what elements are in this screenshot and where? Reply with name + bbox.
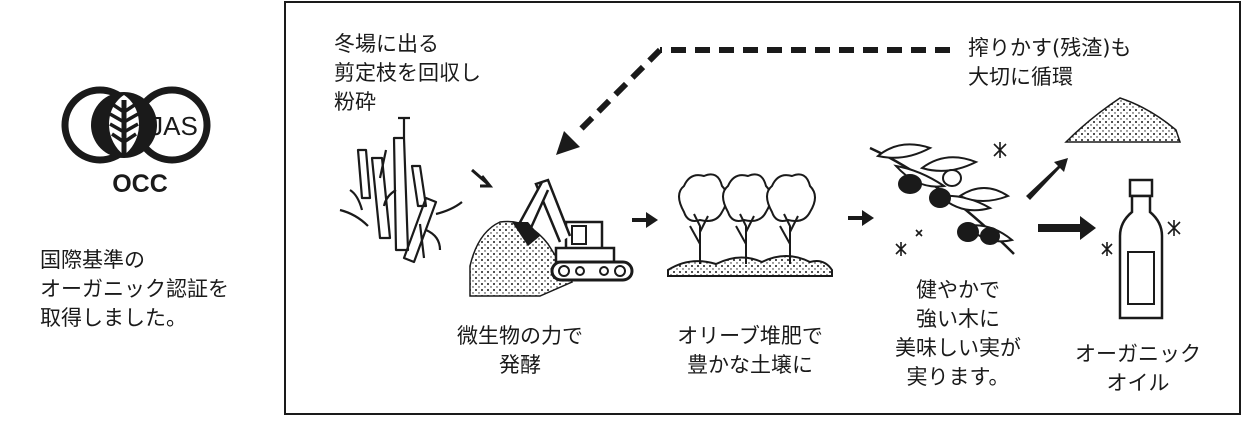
pruned-branches-icon <box>339 116 463 264</box>
jas-label: JAS <box>150 111 198 141</box>
residue-pile-icon <box>1064 97 1182 143</box>
arrow-icon <box>632 212 658 228</box>
pruning-label: 冬場に出る 剪定枝を回収し 粉砕 <box>334 32 481 114</box>
certification-line: 国際基準の <box>40 248 145 272</box>
olive-branch-icon <box>869 143 1015 255</box>
jas-organic-logo: JAS OCC <box>61 86 211 198</box>
compost-label: オリーブ堆肥で 豊かな土壌に <box>677 324 823 377</box>
dashed-arrow-head <box>556 131 580 155</box>
dashed-return-arrow <box>575 47 950 135</box>
arrow-icon <box>848 210 874 226</box>
olive-trees-icon <box>667 173 833 277</box>
compost-excavator-icon <box>469 178 634 297</box>
oil-label: オーガニック オイル <box>1075 342 1201 395</box>
fermentation-label: 微生物の力で 発酵 <box>457 324 583 377</box>
certification-line: 取得しました。 <box>40 306 187 330</box>
small-arrow-icon <box>471 168 494 188</box>
residue-label: 搾りかす(残渣)も 大切に循環 <box>968 36 1132 89</box>
occ-label: OCC <box>112 170 168 198</box>
oil-bottle-icon <box>1118 178 1164 320</box>
certification-line: オーガニック認証を <box>40 277 229 301</box>
arrow-icon <box>1038 216 1096 240</box>
recycling-flow-frame <box>284 1 1241 415</box>
certification-text: 国際基準の オーガニック認証を 取得しました。 <box>40 246 270 333</box>
sparkle-icon <box>895 142 1181 256</box>
arrow-up-icon <box>1026 158 1068 200</box>
fruit-label: 健やかで 強い木に 美味しい実が 実ります。 <box>895 278 1021 389</box>
